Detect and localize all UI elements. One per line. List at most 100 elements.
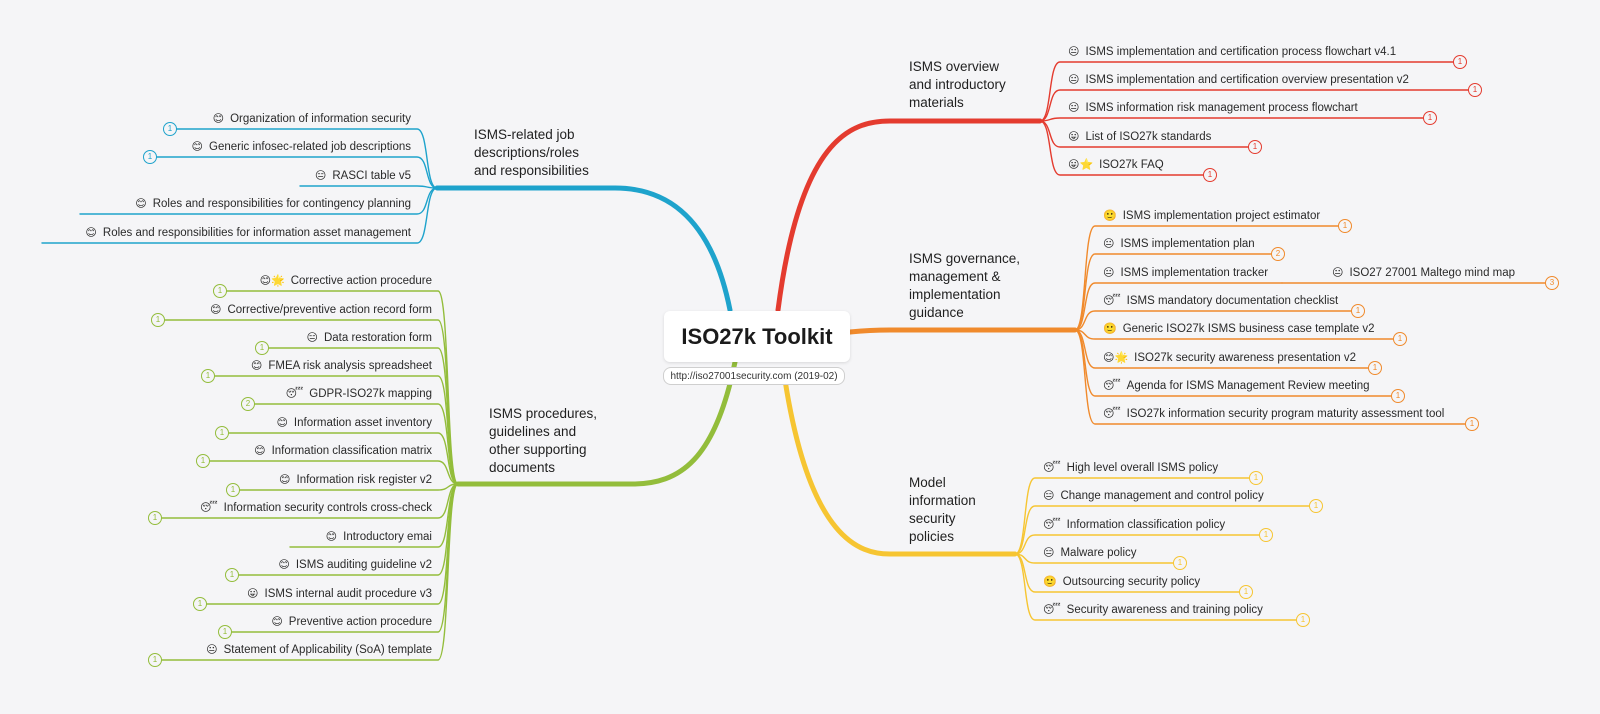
subtopic[interactable]: 😛⭐ISO27k FAQ (1068, 157, 1164, 173)
branch-topic-3[interactable]: Model information security policies (909, 475, 976, 544)
branch-topic-4[interactable]: ISMS-related job descriptions/roles and … (474, 127, 589, 178)
attachment-count-badge[interactable]: 1 (1423, 111, 1437, 125)
branch-2-connectors (847, 225, 1553, 425)
attachment-count-badge[interactable]: 1 (1296, 613, 1310, 627)
subtopic[interactable]: 😊ISMS auditing guideline v2 (278, 557, 432, 573)
attachment-count-badge[interactable]: 1 (1391, 389, 1405, 403)
subtopic[interactable]: 😊Preventive action procedure (271, 614, 432, 630)
attachment-count-badge[interactable]: 1 (215, 426, 229, 440)
attachment-count-badge[interactable]: 1 (1173, 556, 1187, 570)
attachment-count-badge[interactable]: 1 (1248, 140, 1262, 154)
subtopic[interactable]: 🙂Generic ISO27k ISMS business case templ… (1103, 321, 1375, 337)
subtopic[interactable]: 😊Information classification matrix (254, 443, 432, 459)
subtopic[interactable]: 😑Change management and control policy (1043, 488, 1264, 504)
attachment-count-badge[interactable]: 1 (163, 122, 177, 136)
child-subtopic[interactable]: 😐ISO27 27001 Maltego mind map (1332, 265, 1515, 281)
subtopic[interactable]: 😐ISMS implementation and certification o… (1068, 72, 1409, 88)
attachment-count-badge[interactable]: 1 (148, 653, 162, 667)
attachment-count-badge[interactable]: 1 (255, 341, 269, 355)
attachment-count-badge[interactable]: 1 (151, 313, 165, 327)
subtopic[interactable]: 😊Generic infosec-related job description… (192, 139, 411, 155)
emoji-marker-icon: 😊 (210, 304, 222, 316)
subtopic[interactable]: 😴Agenda for ISMS Management Review meeti… (1103, 378, 1370, 394)
emoji-marker-icon: 😊🌟 (259, 275, 285, 287)
subtopic[interactable]: 😴ISMS mandatory documentation checklist (1103, 293, 1338, 309)
branch-topic-2[interactable]: ISMS governance, management & implementa… (909, 251, 1021, 320)
attachment-count-badge[interactable]: 1 (1203, 168, 1217, 182)
subtopic[interactable]: 😑RASCI table v5 (315, 168, 411, 184)
attachment-count-badge[interactable]: 1 (1338, 219, 1352, 233)
subtopic[interactable]: 😛ISMS internal audit procedure v3 (247, 586, 432, 602)
attachment-count-badge[interactable]: 1 (196, 454, 210, 468)
central-topic-link[interactable]: http://iso27001security.com (2019-02) (663, 367, 845, 385)
attachment-count-badge[interactable]: 1 (1351, 304, 1365, 318)
subtopic[interactable]: 😑Malware policy (1043, 545, 1137, 561)
subtopic[interactable]: 😑Data restoration form (307, 330, 432, 346)
attachment-count-badge[interactable]: 1 (1239, 585, 1253, 599)
subtopic-label: Information classification matrix (271, 445, 432, 457)
attachment-count-badge[interactable]: 2 (241, 397, 255, 411)
subtopic[interactable]: 😊Organization of information security (213, 111, 411, 127)
subtopic-label: Organization of information security (230, 113, 411, 125)
subtopic-label: Introductory emai (343, 531, 432, 543)
subtopic[interactable]: 😊Introductory emai (326, 529, 432, 545)
attachment-count-badge[interactable]: 1 (1468, 83, 1482, 97)
subtopic[interactable]: 😴ISO27k information security program mat… (1103, 406, 1444, 422)
attachment-count-badge[interactable]: 1 (193, 597, 207, 611)
attachment-count-badge[interactable]: 1 (1259, 528, 1273, 542)
subtopic[interactable]: 😴High level overall ISMS policy (1043, 460, 1218, 476)
emoji-marker-icon: 😊 (279, 474, 291, 486)
attachment-count-badge[interactable]: 1 (1465, 417, 1479, 431)
subtopic[interactable]: 😊Roles and responsibilities for informat… (85, 225, 411, 241)
subtopic[interactable]: 😛List of ISO27k standards (1068, 129, 1211, 145)
subtopic[interactable]: 😐ISMS information risk management proces… (1068, 100, 1358, 116)
attachment-count-badge[interactable]: 1 (1309, 499, 1323, 513)
emoji-marker-icon: 😊 (271, 616, 283, 628)
emoji-marker-icon: 😑 (1043, 547, 1055, 559)
central-topic[interactable]: ISO27k Toolkit (664, 311, 850, 362)
subtopic-label: Statement of Applicability (SoA) templat… (223, 644, 432, 656)
subtopic[interactable]: 😐ISMS implementation plan (1103, 236, 1255, 252)
emoji-marker-icon: 😐 (206, 644, 218, 656)
attachment-count-badge[interactable]: 2 (1271, 247, 1285, 261)
attachment-count-badge[interactable]: 1 (143, 150, 157, 164)
subtopic-label: ISMS implementation and certification pr… (1085, 46, 1397, 58)
attachment-count-badge[interactable]: 1 (1453, 55, 1467, 69)
attachment-count-badge[interactable]: 1 (226, 483, 240, 497)
subtopic[interactable]: 😴GDPR-ISO27k mapping (286, 386, 432, 402)
subtopic[interactable]: 😴Security awareness and training policy (1043, 602, 1263, 618)
subtopic[interactable]: 😊Corrective/preventive action record for… (210, 302, 432, 318)
branch-4-connectors (41, 128, 733, 313)
emoji-marker-icon: 😛 (247, 588, 259, 600)
emoji-marker-icon: 😴 (1043, 462, 1061, 474)
subtopic[interactable]: 😴Information security controls cross-che… (200, 500, 432, 516)
subtopic[interactable]: 🙂ISMS implementation project estimator (1103, 208, 1320, 224)
subtopic[interactable]: 😊Roles and responsibilities for continge… (135, 196, 411, 212)
subtopic[interactable]: 😊Information asset inventory (276, 415, 432, 431)
subtopic[interactable]: 😊🌟ISO27k security awareness presentation… (1103, 350, 1356, 366)
emoji-marker-icon: 😴 (1103, 380, 1121, 392)
attachment-count-badge[interactable]: 1 (1368, 361, 1382, 375)
attachment-count-badge[interactable]: 3 (1545, 276, 1559, 290)
subtopic[interactable]: 😐ISMS implementation and certification p… (1068, 44, 1396, 60)
attachment-count-badge[interactable]: 1 (201, 369, 215, 383)
branch-topic-1[interactable]: ISMS overview and introductory materials (909, 59, 1006, 110)
attachment-count-badge[interactable]: 1 (148, 511, 162, 525)
subtopic[interactable]: 🙂Outsourcing security policy (1043, 574, 1200, 590)
attachment-count-badge[interactable]: 1 (1393, 332, 1407, 346)
attachment-count-badge[interactable]: 1 (218, 625, 232, 639)
subtopic-label: RASCI table v5 (332, 170, 411, 182)
subtopic[interactable]: 😊🌟Corrective action procedure (260, 273, 432, 289)
attachment-count-badge[interactable]: 1 (225, 568, 239, 582)
attachment-count-badge[interactable]: 1 (213, 284, 227, 298)
branch-topic-5[interactable]: ISMS procedures, guidelines and other su… (489, 406, 598, 475)
subtopic[interactable]: 😊Information risk register v2 (279, 472, 432, 488)
subtopic-connector (169, 128, 438, 189)
subtopic-connector (221, 432, 459, 485)
attachment-count-badge[interactable]: 1 (1249, 471, 1263, 485)
emoji-marker-icon: 😊 (250, 360, 263, 372)
subtopic[interactable]: 😐 Statement of Applicability (SoA) templa… (206, 642, 432, 658)
subtopic[interactable]: 😴Information classification policy (1043, 517, 1225, 533)
subtopic[interactable]: 😊FMEA risk analysis spreadsheet (251, 358, 432, 374)
subtopic[interactable]: 😐ISMS implementation tracker (1103, 265, 1268, 281)
